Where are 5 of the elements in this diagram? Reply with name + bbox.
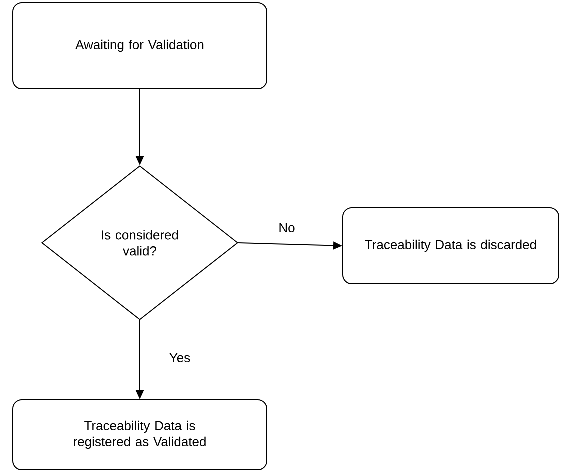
edge-label: Yes	[168, 352, 192, 364]
process-box: Awaiting for Validation	[12, 2, 268, 90]
edge-label: No	[278, 222, 296, 234]
process-box: Traceability Data is discarded	[342, 208, 560, 284]
process-box: Traceability Data is registered as Validated	[12, 400, 268, 470]
